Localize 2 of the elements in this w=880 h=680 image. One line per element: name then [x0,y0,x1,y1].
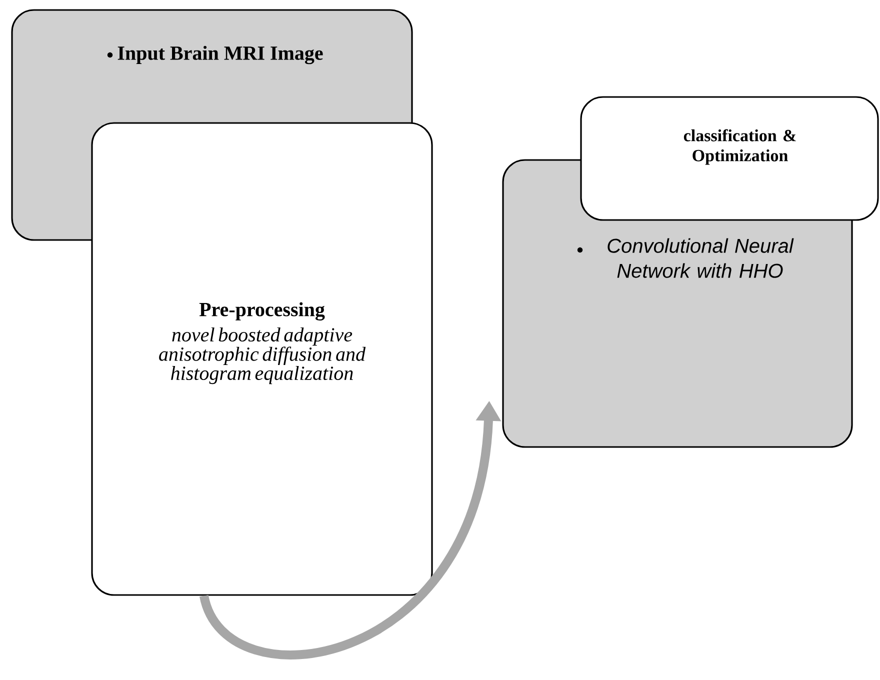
process-box: Pre-processing novel boosted adaptive anisotrophic diffusion and histogram equalization [91,122,433,596]
process-box: classification & Optimization [580,96,879,221]
